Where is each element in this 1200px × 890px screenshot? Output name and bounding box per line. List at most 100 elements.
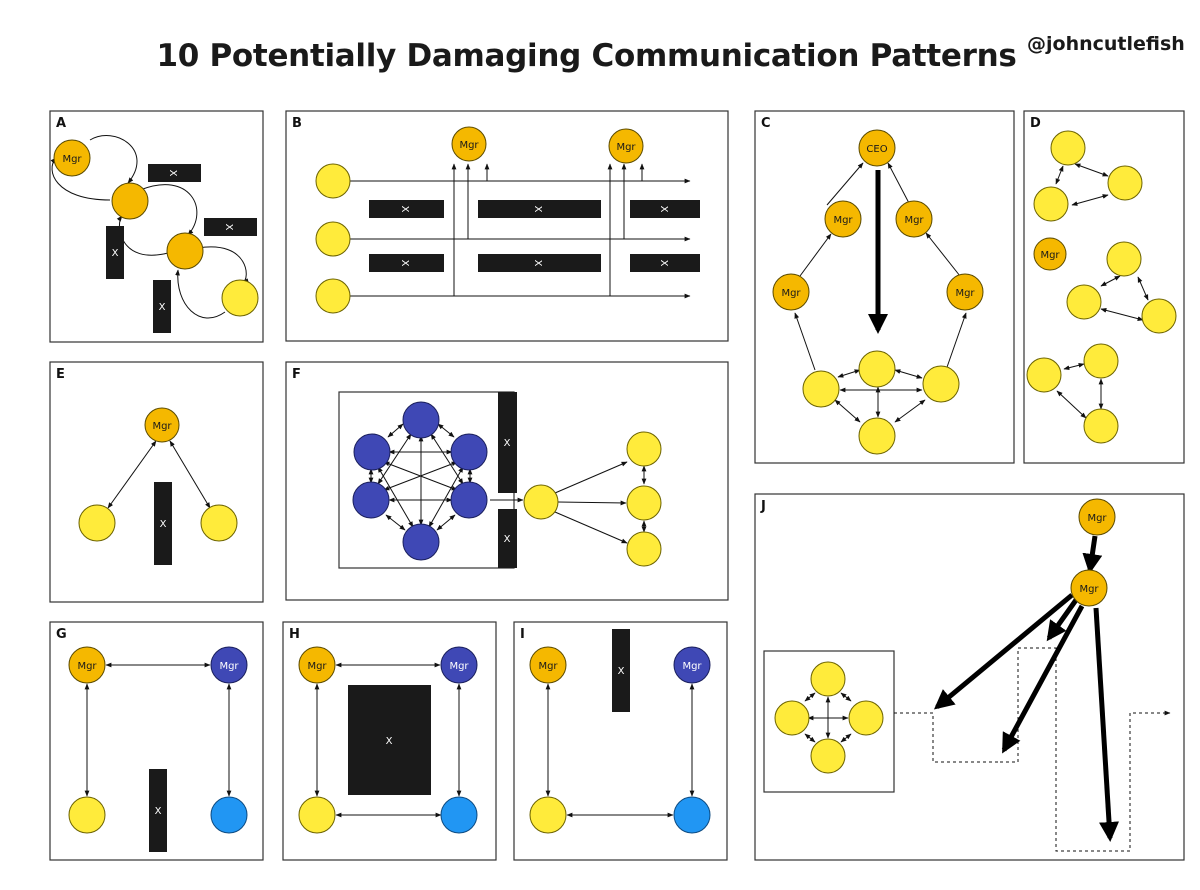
node-mgr — [824, 200, 862, 238]
node-mgr — [1078, 498, 1116, 536]
svg-text:Mgr: Mgr — [904, 215, 924, 226]
node-member — [1050, 130, 1086, 166]
node-mgr — [1033, 237, 1067, 271]
panel-j-label: J — [760, 499, 766, 514]
node-other-team — [402, 523, 440, 561]
node-member — [529, 796, 567, 834]
svg-text:Mgr: Mgr — [219, 661, 239, 672]
panel-b: B Mgr Mgr X X X X X X — [285, 110, 729, 342]
node-member — [1083, 408, 1119, 444]
panel-g: G Mgr Mgr X — [49, 621, 264, 861]
panel-h: H Mgr Mgr X — [282, 621, 497, 861]
node-member — [523, 484, 559, 520]
panel-d: D Mgr — [1023, 110, 1185, 464]
node-other-member — [673, 796, 711, 834]
barrier-block — [630, 254, 700, 272]
node-mgr — [772, 273, 810, 311]
barrier-block — [153, 280, 171, 333]
node-member — [221, 279, 259, 317]
panel-f-label: F — [292, 367, 301, 382]
node-other-team — [353, 433, 391, 471]
node-mgr — [144, 407, 180, 443]
node-mgr — [68, 646, 106, 684]
node-member — [810, 738, 846, 774]
barrier-block — [612, 629, 630, 712]
panel-a: A Mgr X X X X — [49, 110, 264, 343]
svg-text:X: X — [504, 438, 511, 449]
svg-text:X: X — [532, 206, 543, 213]
node-member — [626, 531, 662, 567]
node-member — [774, 700, 810, 736]
svg-text:X: X — [399, 206, 410, 213]
barrier-block — [498, 392, 517, 493]
node-mgr — [946, 273, 984, 311]
svg-text:X: X — [386, 736, 393, 747]
svg-text:X: X — [504, 534, 511, 545]
node-mgr — [1070, 569, 1108, 607]
svg-text:X: X — [160, 519, 167, 530]
node-member — [68, 796, 106, 834]
node-mgr — [608, 128, 644, 164]
author-handle: @johncutlefish — [1027, 33, 1185, 55]
node-other-mgr — [210, 646, 248, 684]
barrier-block — [204, 218, 257, 236]
svg-text:Mgr: Mgr — [1087, 513, 1107, 524]
barrier-block — [498, 509, 517, 568]
barrier-block — [630, 200, 700, 218]
barrier-block — [149, 769, 167, 852]
node-member — [848, 700, 884, 736]
node-member — [810, 661, 846, 697]
node-member — [858, 350, 896, 388]
panel-f: F X X — [285, 361, 729, 601]
svg-text:X: X — [658, 206, 669, 213]
panel-c: C CEO Mgr Mgr Mgr Mgr — [754, 110, 1015, 464]
svg-text:Mgr: Mgr — [152, 421, 172, 432]
panel-e: E Mgr X — [49, 361, 264, 603]
svg-text:X: X — [112, 248, 119, 259]
svg-text:X: X — [532, 260, 543, 267]
panel-i-label: I — [520, 627, 525, 642]
svg-text:X: X — [167, 170, 178, 177]
svg-text:Mgr: Mgr — [538, 661, 558, 672]
svg-text:Mgr: Mgr — [62, 154, 82, 165]
svg-text:Mgr: Mgr — [307, 661, 327, 672]
node-other-mgr — [673, 646, 711, 684]
node-member — [166, 232, 204, 270]
barrier-block — [369, 254, 444, 272]
node-member — [1033, 186, 1069, 222]
node-member — [1106, 241, 1142, 277]
node-mgr — [895, 200, 933, 238]
svg-text:Mgr: Mgr — [449, 661, 469, 672]
node-member — [626, 485, 662, 521]
barrier-block — [478, 254, 601, 272]
panel-a-label: A — [56, 116, 66, 131]
node-member — [78, 504, 116, 542]
svg-text:Mgr: Mgr — [955, 288, 975, 299]
node-other-mgr — [440, 646, 478, 684]
node-member — [315, 221, 351, 257]
node-member — [315, 278, 351, 314]
node-member — [626, 431, 662, 467]
svg-text:Mgr: Mgr — [833, 215, 853, 226]
svg-text:Mgr: Mgr — [1079, 584, 1099, 595]
svg-text:X: X — [155, 806, 162, 817]
node-other-team — [352, 481, 390, 519]
panel-e-label: E — [56, 367, 65, 382]
barrier-block — [154, 482, 172, 565]
panel-b-label: B — [292, 116, 302, 131]
node-other-team — [402, 401, 440, 439]
node-member — [858, 417, 896, 455]
node-member — [1141, 298, 1177, 334]
node-member — [315, 163, 351, 199]
node-member — [298, 796, 336, 834]
node-other-member — [440, 796, 478, 834]
svg-text:Mgr: Mgr — [459, 140, 479, 151]
barrier-block — [348, 685, 431, 795]
barrier-block — [148, 164, 201, 182]
node-mgr — [53, 139, 91, 177]
node-member — [1107, 165, 1143, 201]
node-member — [200, 504, 238, 542]
node-other-team — [450, 433, 488, 471]
node-mgr — [451, 126, 487, 162]
